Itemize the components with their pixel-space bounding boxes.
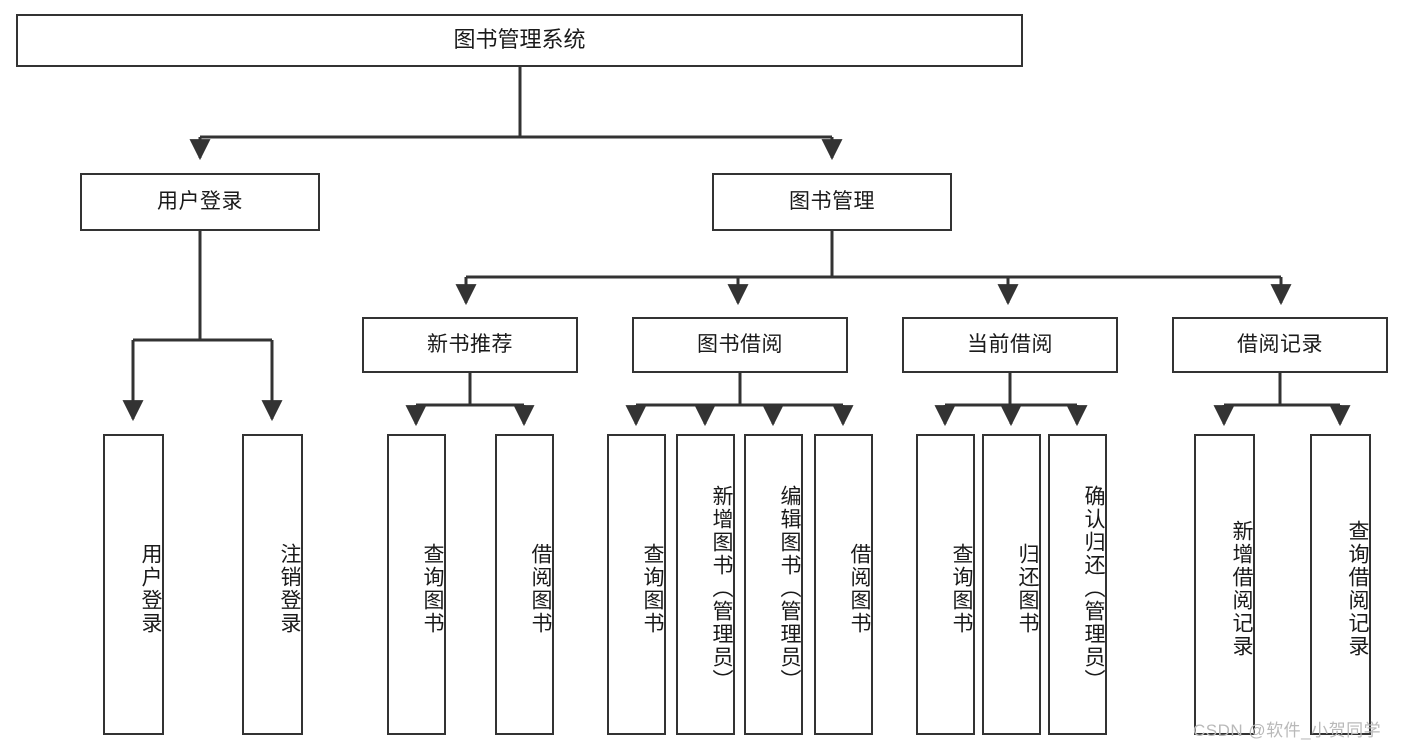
node-leaf-user-logout[interactable]: 注销登录 — [242, 434, 303, 735]
node-book-manage[interactable]: 图书管理 — [712, 173, 952, 231]
node-leaf-query-book-2[interactable]: 查询图书 — [607, 434, 666, 735]
node-user-login-label: 用户登录 — [157, 190, 243, 214]
node-root[interactable]: 图书管理系统 — [16, 14, 1023, 67]
node-borrow-record-label: 借阅记录 — [1237, 333, 1323, 357]
node-book-borrow-label: 图书借阅 — [697, 333, 783, 357]
node-leaf-edit-book-label: 编辑图书（管理员） — [778, 485, 801, 692]
node-leaf-query-book-1-label: 查询图书 — [421, 542, 444, 635]
node-leaf-query-book-3-label: 查询图书 — [950, 542, 973, 635]
node-leaf-borrow-book-2[interactable]: 借阅图书 — [814, 434, 873, 735]
node-borrow-record[interactable]: 借阅记录 — [1172, 317, 1388, 373]
node-current-borrow[interactable]: 当前借阅 — [902, 317, 1118, 373]
node-new-book-rec[interactable]: 新书推荐 — [362, 317, 578, 373]
node-leaf-borrow-book-2-label: 借阅图书 — [848, 542, 871, 635]
node-leaf-query-book-2-label: 查询图书 — [641, 542, 664, 635]
node-leaf-user-login[interactable]: 用户登录 — [103, 434, 164, 735]
node-leaf-query-book-1[interactable]: 查询图书 — [387, 434, 446, 735]
node-book-borrow[interactable]: 图书借阅 — [632, 317, 848, 373]
node-leaf-query-book-3[interactable]: 查询图书 — [916, 434, 975, 735]
node-leaf-user-login-label: 用户登录 — [139, 542, 162, 635]
node-leaf-add-record[interactable]: 新增借阅记录 — [1194, 434, 1255, 735]
node-book-manage-label: 图书管理 — [789, 190, 875, 214]
node-leaf-user-logout-label: 注销登录 — [278, 542, 301, 635]
node-leaf-add-book-label: 新增图书（管理员） — [710, 485, 733, 692]
node-current-borrow-label: 当前借阅 — [967, 333, 1053, 357]
node-leaf-edit-book[interactable]: 编辑图书（管理员） — [744, 434, 803, 735]
node-leaf-query-record[interactable]: 查询借阅记录 — [1310, 434, 1371, 735]
node-leaf-return-book[interactable]: 归还图书 — [982, 434, 1041, 735]
node-leaf-add-record-label: 新增借阅记录 — [1230, 519, 1253, 658]
node-leaf-borrow-book-1-label: 借阅图书 — [529, 542, 552, 635]
node-root-label: 图书管理系统 — [453, 27, 586, 53]
node-user-login[interactable]: 用户登录 — [80, 173, 320, 231]
node-leaf-query-record-label: 查询借阅记录 — [1346, 519, 1369, 658]
node-leaf-confirm-return-label: 确认归还（管理员） — [1082, 485, 1105, 692]
node-leaf-return-book-label: 归还图书 — [1016, 542, 1039, 635]
node-leaf-confirm-return[interactable]: 确认归还（管理员） — [1048, 434, 1107, 735]
node-new-book-rec-label: 新书推荐 — [427, 333, 513, 357]
node-leaf-borrow-book-1[interactable]: 借阅图书 — [495, 434, 554, 735]
node-leaf-add-book[interactable]: 新增图书（管理员） — [676, 434, 735, 735]
csdn-watermark: CSDN @软件_小贺同学 — [1193, 721, 1382, 740]
